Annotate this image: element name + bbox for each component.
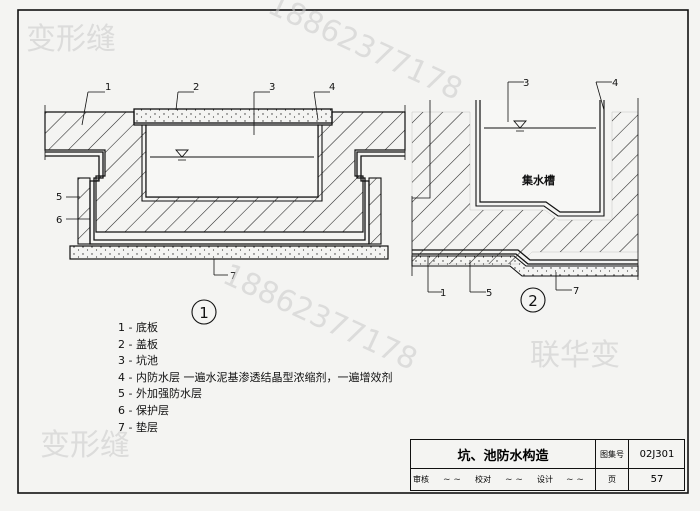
design-label: 设计 <box>537 475 553 484</box>
svg-text:2: 2 <box>193 82 199 93</box>
detail-2-marker <box>520 287 546 313</box>
svg-text:1: 1 <box>105 82 111 93</box>
detail-1-leaders <box>66 91 330 276</box>
page-number: 57 <box>650 474 664 485</box>
svg-text:4: 4 <box>329 82 335 93</box>
legend-item: 1 - 底板 <box>118 321 158 334</box>
svg-text:4: 4 <box>612 78 618 89</box>
title-block: 坑、池防水构造 图集号 02J301 页 57 审核 ~ ~ 校对 ~ ~ 设计… <box>410 439 685 491</box>
legend-item: 6 - 保护层 <box>118 403 169 417</box>
sheet-frame <box>17 9 689 494</box>
check-label: 校对 <box>475 475 491 484</box>
check-signature: ~ ~ <box>505 474 523 485</box>
review-label: 审核 <box>413 475 429 484</box>
svg-text:3: 3 <box>269 82 275 93</box>
detail-1-section <box>44 105 406 260</box>
detail-2-callout-labels: 3 4 1 5 7 <box>440 78 618 299</box>
legend-item: 4 - 内防水层 一遍水泥基渗透结晶型浓缩剂，一遍增效剂 <box>118 370 393 384</box>
page-label: 页 <box>608 475 616 484</box>
detail-2-number: 2 <box>528 292 538 310</box>
design-signature: ~ ~ <box>566 474 584 485</box>
svg-text:3: 3 <box>523 78 529 89</box>
svg-text:7: 7 <box>573 286 579 297</box>
svg-text:5: 5 <box>486 288 492 299</box>
detail-2-section <box>411 98 639 280</box>
svg-text:1: 1 <box>440 288 446 299</box>
review-signature: ~ ~ <box>443 474 461 485</box>
detail-1-number: 1 <box>199 304 209 322</box>
legend-item: 5 - 外加强防水层 <box>118 387 202 401</box>
svg-text:5: 5 <box>56 192 62 203</box>
detail-1-callout-labels: 1 2 3 4 5 6 7 <box>56 82 335 282</box>
svg-text:6: 6 <box>56 215 62 226</box>
sump-label: 集水槽 <box>521 173 555 187</box>
legend-item: 3 - 坑池 <box>118 354 158 368</box>
atlas-label: 图集号 <box>600 449 624 459</box>
legend-item: 2 - 盖板 <box>118 337 158 351</box>
legend-item: 7 - 垫层 <box>118 420 158 434</box>
legend-list: 1 - 底板 2 - 盖板 3 - 坑池 4 - 内防水层 一遍水泥基渗透结晶型… <box>118 320 392 436</box>
atlas-number: 02J301 <box>639 448 675 460</box>
drawing-title: 坑、池防水构造 <box>457 448 549 464</box>
detail-1-marker <box>191 299 217 325</box>
detail-2-leaders <box>427 81 612 293</box>
svg-text:7: 7 <box>230 271 236 282</box>
